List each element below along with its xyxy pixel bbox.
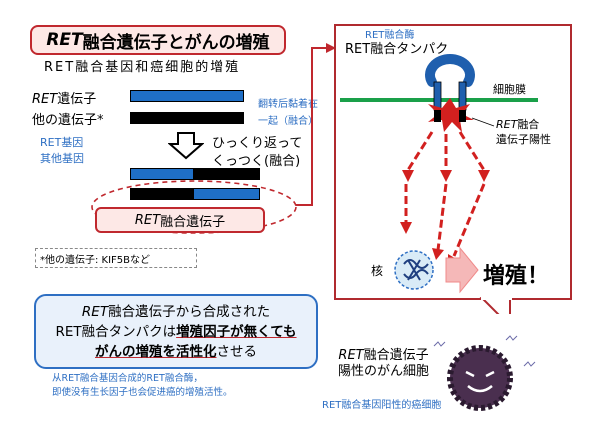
cn-flip-1: 翻转后黏着在 [258,99,318,110]
enzyme-cn-label: RET融合酶 [365,30,415,41]
positive-rest1: 融合 [517,118,540,131]
positive-italic: RET [496,118,518,131]
activation-burst-icon [428,98,474,132]
fused-bar-top-black [193,168,260,180]
info-chinese-1: 从RET融合基因合成的RET融合酶， [52,373,203,384]
info-line-1-italic: RET [81,304,109,320]
cell-label: RET融合遺伝子 陽性のがん細胞 [338,348,429,380]
dna-icon [403,259,429,281]
cn-ret-gene: RET基因 [40,136,84,149]
down-arrow-icon [168,132,204,160]
label-pointer [471,117,495,127]
cell-eyes [465,370,495,378]
positive-label-1: RET融合 [496,117,551,132]
panel-tail-mask [481,294,512,300]
info-line-3: がんの増殖を活性化させる [36,342,316,362]
fused-bar-top-blue [130,168,193,180]
ret-gene-label: RET遺伝子 [32,88,96,107]
title-ret: RET [46,30,83,50]
connector-arrow-icon [326,43,336,53]
cell-mouth [467,385,493,393]
cancer-cell-icon [433,335,536,411]
cell-body [447,345,513,411]
proliferation-arrow-icon [445,246,479,294]
cn-flip-2: 一起（融合） [258,116,318,127]
info-chinese: 从RET融合基因合成的RET融合酶， 即使没有生长因子也会促进癌的增殖活性。 [52,372,233,400]
fused-bar-bottom-black [130,188,193,200]
flip-text-2: くっつく(融合) [212,154,301,169]
info-line-2-bold: 増殖因子が無くても [176,324,297,340]
receptor-left-tail [434,110,441,122]
footnote-box: *他の遺伝子: KIF5Bなど [35,248,197,268]
cell-label-rest: 融合遺伝子 [363,348,429,363]
positive-label: RET融合 遺伝子陽性 [496,117,551,147]
info-line-1: RET融合遺伝子から合成された [36,302,316,322]
cell-label-italic: RET [338,348,364,363]
signal-diagram [340,54,538,314]
info-line-2: RET融合タンパクは増殖因子が無くても [36,322,316,342]
cn-other-gene: 其他基因 [40,152,84,165]
cell-label-2: 陽性のがん細胞 [338,364,430,379]
panel-tail [479,297,511,314]
ret-gene-rest: 遺伝子 [57,92,97,107]
title-text: 融合遺伝子とがんの増殖 [82,32,270,53]
cell-wiggles [433,335,536,367]
info-line-1-rest: 融合遺伝子から合成された [108,304,271,320]
title-chinese: RET融合基因和癌细胞的增殖 [44,60,241,75]
flip-text-1: ひっくり返って [212,136,303,151]
nucleus-label: 核 [371,264,384,278]
membrane-label: 細胞膜 [493,83,526,96]
fused-bar-bottom-blue [193,188,260,200]
info-line-3-bold: がんの増殖を活性化 [95,344,217,360]
proliferation-label: 増殖！ [483,264,550,289]
signal-panel [334,24,572,300]
cell-label-1: RET融合遺伝子 [338,348,429,364]
receptor-left-stem [433,81,442,111]
connector-line [296,47,326,206]
other-gene-bar [130,112,244,124]
fused-gene-rest: 融合遺伝子 [160,214,226,230]
fused-ellipse [91,180,297,234]
receptor-right-tail [459,110,466,122]
fused-gene-italic: RET [134,212,161,228]
ret-gene-italic: RET [32,92,58,107]
info-line-2-plain: RET融合タンパクは [55,324,177,340]
positive-label-2: 遺伝子陽性 [496,133,551,146]
cell-cn-label: RET融合基因阳性的癌细胞 [322,400,442,411]
fused-bar-bottom [130,188,260,200]
info-line-3-plain: させる [216,344,258,360]
ret-gene-bar [130,90,244,102]
signal-arrows [404,131,486,257]
fused-bar-top [130,168,260,180]
receptor-top [425,54,475,87]
protein-label: RET融合タンパク [345,42,449,57]
other-gene-label: 他の遺伝子* [32,113,104,128]
info-chinese-2: 即使没有生长因子也会促进癌的增殖活性。 [52,387,233,398]
info-box: RET融合遺伝子から合成された RET融合タンパクは増殖因子が無くても がんの増… [34,294,318,369]
